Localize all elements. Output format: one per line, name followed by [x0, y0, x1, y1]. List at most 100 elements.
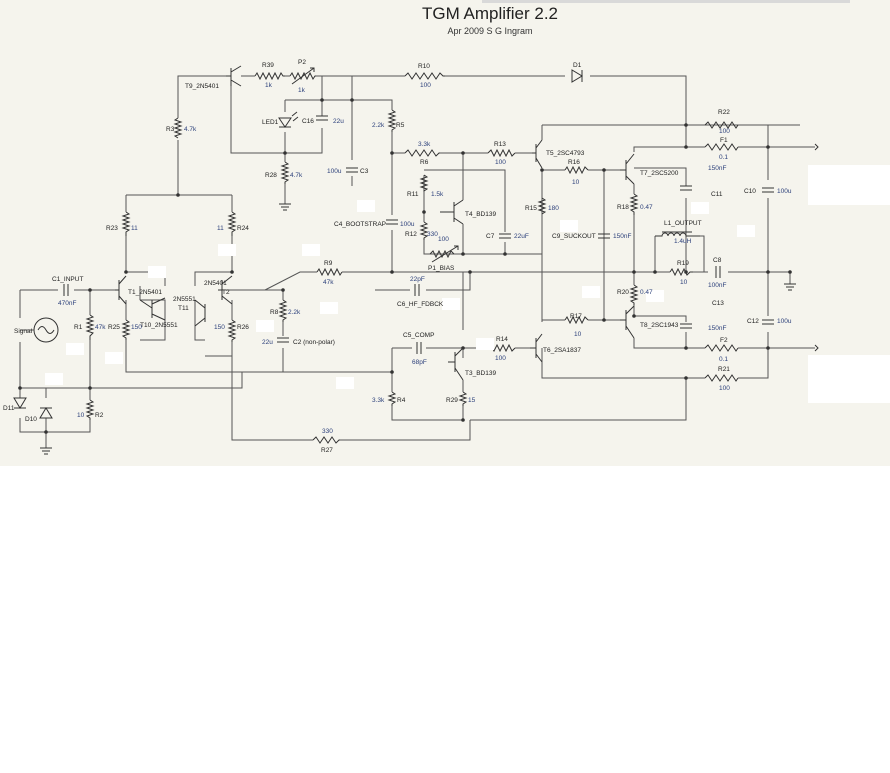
value-r23: 11: [131, 225, 138, 232]
value-r3: 4.7k: [184, 126, 197, 133]
value-r6: 3.3k: [418, 141, 431, 148]
value-r2: 10: [77, 412, 85, 419]
transistor-t9: [226, 65, 242, 87]
label-c6: C6_HF_FDBCK: [397, 301, 444, 308]
label-r11: R11: [407, 191, 419, 198]
label-c9: C9_SUCKOUT: [552, 233, 596, 240]
capacitor-c9: [598, 233, 610, 239]
value-r13: 100: [495, 159, 506, 166]
label-r13: R13: [494, 141, 506, 148]
label-r28: R28: [265, 172, 277, 179]
label-t10: T10_2N5551: [140, 322, 178, 329]
label-d1: D1: [573, 62, 582, 69]
transistor-t3: [448, 347, 464, 381]
label-c10: C10: [744, 188, 756, 195]
capacitor-c12: [762, 319, 774, 325]
value-r22: 100: [719, 128, 730, 135]
transistor-t4: [440, 199, 464, 225]
label-r8: R8: [270, 309, 279, 316]
ground-r28: [279, 203, 291, 211]
transistor-t11: [194, 299, 206, 327]
value-r20: 0.47: [640, 289, 653, 296]
label-c2: C2 (non-polar): [293, 339, 335, 346]
label-r17: R17: [570, 313, 582, 320]
value-r19: 10: [680, 279, 688, 286]
value-r1: 47k: [95, 324, 106, 331]
value-r10: 100: [420, 82, 431, 89]
resistor-r28: [280, 161, 290, 184]
transistor-t10: [139, 297, 166, 321]
value-c16: 22u: [333, 118, 344, 125]
value-r16: 10: [572, 179, 580, 186]
component-labels: R39 1k P2 1k R10 100 D1 T9_2N5401 R3 4.7…: [3, 59, 792, 454]
label-r4: R4: [397, 397, 406, 404]
label-r12: R12: [405, 231, 417, 238]
resistor-r23: [121, 211, 131, 236]
resistor-r6: [404, 149, 440, 157]
resistor-p1: [429, 249, 455, 259]
value-c9: 150nF: [613, 233, 631, 240]
value-c12: 100u: [777, 318, 792, 325]
label-p1: P1_BIAS: [428, 265, 455, 272]
value-r24: 11: [217, 225, 224, 232]
ground-input: [40, 447, 52, 455]
transistor-t7: [620, 153, 635, 185]
label-r9: R9: [324, 260, 333, 267]
label-f2: F2: [720, 337, 728, 344]
value-f2: 0.1: [719, 356, 728, 363]
label-t3: T3_BD139: [465, 370, 496, 377]
diode-d1: [571, 69, 583, 83]
resistor-r17: [564, 315, 589, 325]
value-c2: 22u: [262, 339, 273, 346]
capacitor-c13: [680, 323, 692, 329]
value-r39: 1k: [265, 82, 273, 89]
label-t2-type: 2N5401: [204, 280, 227, 287]
resistor-r5: [387, 109, 397, 132]
label-r26: R26: [237, 324, 249, 331]
resistor-r24: [227, 211, 237, 236]
resistor-r4: [387, 391, 397, 406]
label-c5: C5_COMP: [403, 332, 434, 339]
resistor-r15: [537, 197, 547, 215]
label-c13: C13: [712, 300, 724, 307]
label-led1: LED1: [262, 119, 279, 126]
label-c11: C11: [711, 191, 723, 198]
value-r21: 100: [719, 385, 730, 392]
label-signal: Signal: [14, 328, 33, 335]
value-p1: 100: [438, 236, 449, 243]
value-r11: 1.5k: [431, 191, 444, 198]
resistor-r27: [312, 436, 340, 444]
value-r29: 15: [468, 397, 476, 404]
capacitor-c6: [414, 284, 420, 296]
label-t7: T7_2SC5200: [640, 170, 679, 177]
value-p2: 1k: [298, 87, 306, 94]
resistor-r20: [629, 284, 639, 305]
label-r14: R14: [496, 336, 508, 343]
label-r5: R5: [396, 122, 405, 129]
resistor-r12: [419, 221, 429, 240]
label-c16: C16: [302, 118, 314, 125]
label-l1: L1_OUTPUT: [664, 220, 702, 227]
value-r17: 10: [574, 331, 582, 338]
label-r27: R27: [321, 447, 333, 454]
resistor-r16: [564, 165, 589, 175]
resistor-r8: [278, 299, 288, 322]
value-c8: 100nF: [708, 282, 726, 289]
resistor-r11: [419, 174, 429, 192]
label-r39: R39: [262, 62, 274, 69]
label-r20: R20: [617, 289, 629, 296]
value-r9: 47k: [323, 279, 334, 286]
label-r22: R22: [718, 109, 730, 116]
resistor-r18: [629, 193, 639, 215]
label-r2: R2: [95, 412, 104, 419]
capacitors: [63, 115, 774, 354]
value-r14: 100: [495, 355, 506, 362]
label-d11: D11: [3, 405, 15, 412]
label-r16: R16: [568, 159, 580, 166]
capacitor-c11: [680, 185, 692, 191]
value-c7: 22uF: [514, 233, 529, 240]
resistor-r21: [704, 374, 739, 382]
junctions: [18, 98, 792, 434]
value-c10: 100u: [777, 188, 792, 195]
resistor-r22: [704, 121, 739, 129]
